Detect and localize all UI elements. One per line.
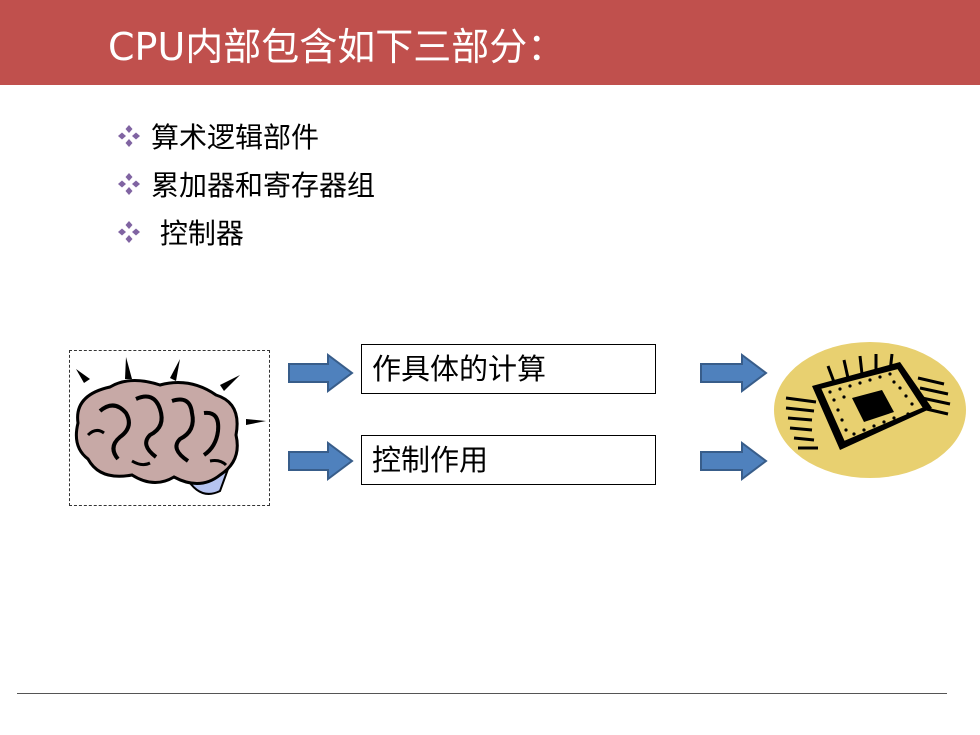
compute-box: 作具体的计算 (361, 344, 656, 394)
bullet-text: 累加器和寄存器组 (151, 169, 376, 202)
diamond-bullet-icon (118, 173, 140, 195)
bullet-item: 控制器 (117, 208, 375, 256)
brain-icon (74, 357, 266, 495)
footer-divider (17, 693, 947, 694)
brain-frame (69, 350, 270, 506)
cpu-chip-icon (774, 342, 966, 478)
bullet-list: 算术逻辑部件 累加器和寄存器组 控制器 (117, 112, 375, 256)
bullet-item: 累加器和寄存器组 (117, 160, 375, 208)
right-arrow-icon (700, 353, 768, 393)
bullet-text: 控制器 (151, 217, 244, 250)
bullet-item: 算术逻辑部件 (117, 112, 375, 160)
title-bar: CPU内部包含如下三部分： (0, 0, 980, 85)
right-arrow-icon (288, 353, 354, 393)
slide-title: CPU内部包含如下三部分： (108, 25, 566, 69)
right-arrow-icon (288, 441, 354, 481)
bullet-text: 算术逻辑部件 (151, 121, 320, 154)
control-box: 控制作用 (361, 435, 656, 485)
diamond-bullet-icon (118, 125, 140, 147)
right-arrow-icon (700, 441, 768, 481)
diamond-bullet-icon (118, 221, 140, 243)
